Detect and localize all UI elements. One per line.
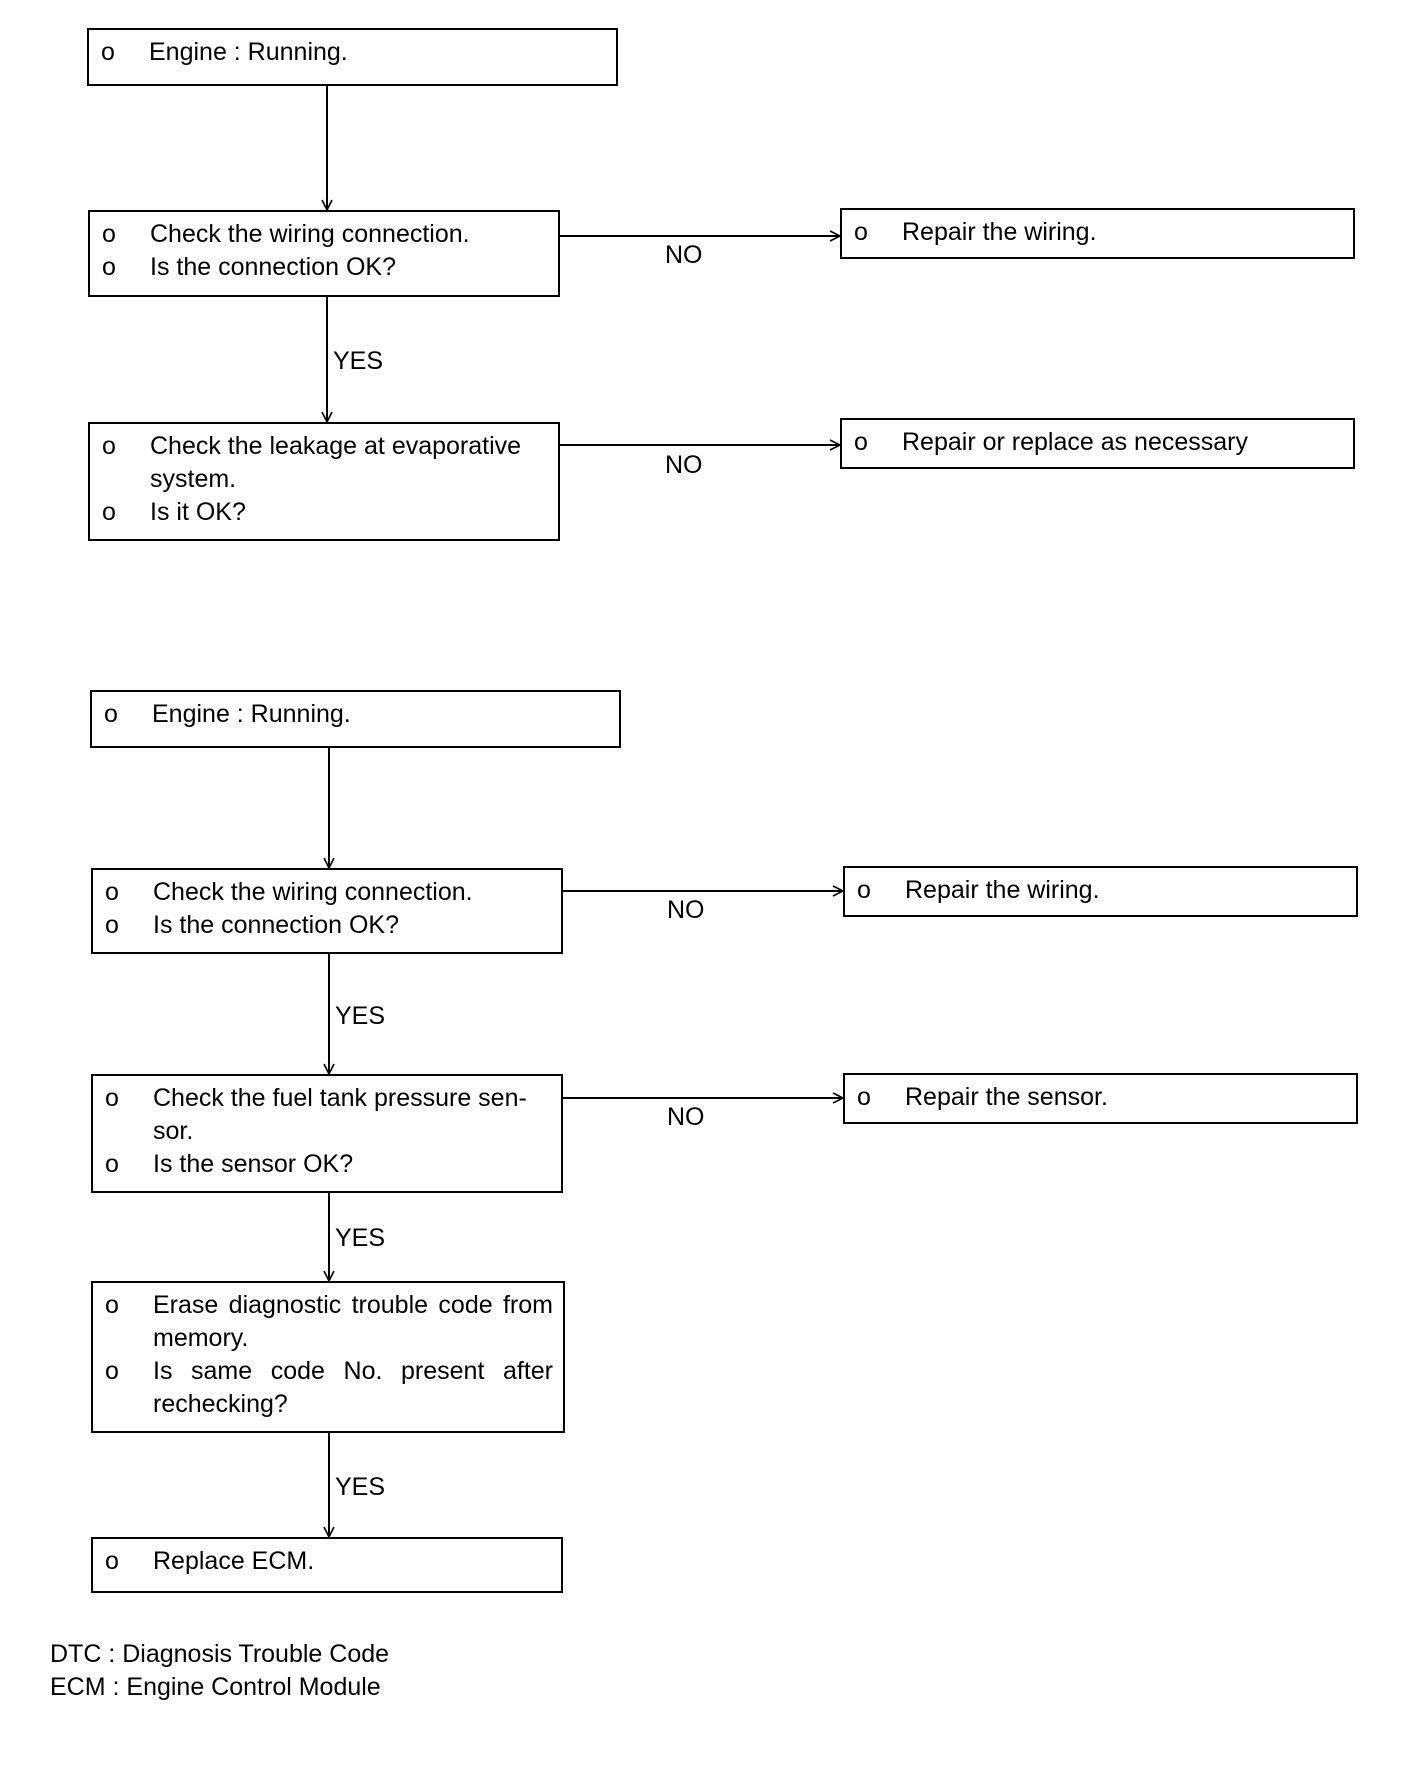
bullet: o <box>102 432 116 460</box>
step-text: Check the wiring connection. <box>150 220 470 248</box>
bullet: o <box>857 876 871 904</box>
question-text: Is same code No. present after recheckin… <box>153 1357 553 1418</box>
c2-repair-sensor-box: o Repair the sensor. <box>843 1073 1358 1124</box>
step-text: Check the wiring connection. <box>153 878 473 906</box>
bullet: o <box>854 218 868 246</box>
bullet: o <box>105 911 119 939</box>
step-text: Engine : Running. <box>152 700 351 728</box>
c1-repair-replace-box: o Repair or replace as necessary <box>840 418 1355 469</box>
action-text: Repair or replace as necessary <box>902 428 1248 456</box>
bullet: o <box>105 1084 119 1112</box>
c2-check-sensor-box: o Check the fuel tank pressure sen-sor. o… <box>91 1074 563 1193</box>
c2-replace-ecm-box: o Replace ECM. <box>91 1537 563 1593</box>
c1-start-box: o Engine : Running. <box>87 28 618 86</box>
question-text: Is it OK? <box>150 498 246 526</box>
c2-yes-label-1: YES <box>335 1002 386 1030</box>
bullet: o <box>105 1291 119 1319</box>
c1-check-leakage-box: o Check the leakage at evaporative system… <box>88 422 560 541</box>
bullet: o <box>105 1150 119 1178</box>
bullet: o <box>105 878 119 906</box>
question-text: Is the sensor OK? <box>153 1150 354 1178</box>
c1-yes-label-1: YES <box>333 347 384 375</box>
step-text: Engine : Running. <box>149 38 348 66</box>
c2-start-box: o Engine : Running. <box>90 690 621 748</box>
bullet: o <box>102 220 116 248</box>
c1-check-wiring-box: o Check the wiring connection. o Is the co… <box>88 210 560 297</box>
step-text: Check the fuel tank pressure sen-sor. <box>153 1084 527 1145</box>
c2-yes-label-3: YES <box>335 1473 386 1501</box>
action-text: Repair the wiring. <box>905 876 1100 904</box>
action-text: Replace ECM. <box>153 1547 315 1575</box>
step-text: Check the leakage at evaporative system. <box>150 432 522 493</box>
c1-no-label-2: NO <box>665 451 703 479</box>
c2-no-label-1: NO <box>667 896 705 924</box>
bullet: o <box>104 700 118 728</box>
question-text: Is the connection OK? <box>150 253 396 281</box>
bullet: o <box>105 1547 119 1575</box>
action-text: Repair the wiring. <box>902 218 1097 246</box>
c2-repair-wiring-box: o Repair the wiring. <box>843 866 1358 917</box>
legend-dtc: DTC : Diagnosis Trouble Code <box>50 1640 390 1668</box>
legend-ecm: ECM : Engine Control Module <box>50 1673 381 1701</box>
c2-erase-dtc-box: o Erase diagnostic trouble code from memo… <box>91 1281 565 1433</box>
bullet: o <box>857 1083 871 1111</box>
c2-yes-label-2: YES <box>335 1224 386 1252</box>
bullet: o <box>105 1357 119 1385</box>
action-text: Repair the sensor. <box>905 1083 1108 1111</box>
c1-no-label-1: NO <box>665 241 703 269</box>
step-text: Erase diagnostic trouble code from memor… <box>153 1291 553 1352</box>
bullet: o <box>102 253 116 281</box>
c2-no-label-2: NO <box>667 1103 705 1131</box>
bullet: o <box>102 498 116 526</box>
c1-repair-wiring-box: o Repair the wiring. <box>840 208 1355 259</box>
c2-check-wiring-box: o Check the wiring connection. o Is the co… <box>91 868 563 954</box>
question-text: Is the connection OK? <box>153 911 399 939</box>
bullet: o <box>101 38 115 66</box>
bullet: o <box>854 428 868 456</box>
